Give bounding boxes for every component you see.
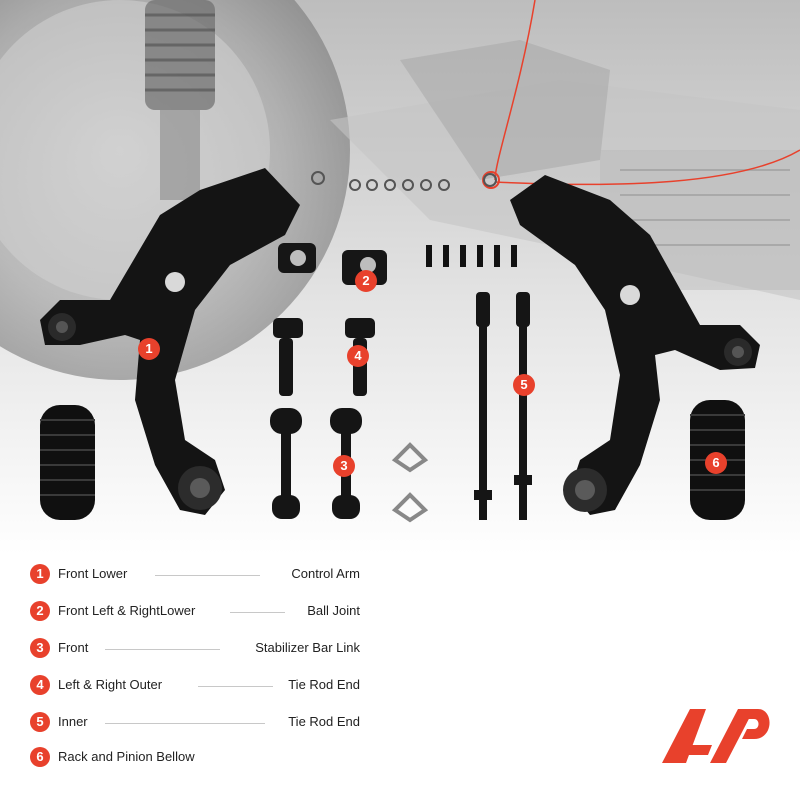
control-arm-right xyxy=(510,175,760,515)
callout-2: 2 xyxy=(355,270,377,292)
legend-item-right: Stabilizer Bar Link xyxy=(255,640,360,655)
legend-divider xyxy=(105,723,265,724)
legend-item-right: Tie Rod End xyxy=(288,677,360,692)
callout-4: 4 xyxy=(347,345,369,367)
legend-row: 3 Front Stabilizer Bar Link xyxy=(30,636,360,660)
parts-illustration xyxy=(40,168,760,523)
bolts xyxy=(426,245,517,267)
legend-row: 5 Inner Tie Rod End xyxy=(30,710,360,734)
callout-3: 3 xyxy=(333,455,355,477)
legend-number-badge: 3 xyxy=(30,638,50,658)
washers xyxy=(311,171,497,191)
legend-item-right: Control Arm xyxy=(291,566,360,581)
callout-1: 1 xyxy=(138,338,160,360)
legend-item-left: Front xyxy=(58,640,89,655)
legend-item-left: Front Left & RightLower xyxy=(58,603,196,618)
legend-number-badge: 6 xyxy=(30,747,50,767)
legend-row: 2 Front Left & RightLower Ball Joint xyxy=(30,599,360,623)
legend-item-left: Left & Right Outer xyxy=(58,677,163,692)
callout-5: 5 xyxy=(513,374,535,396)
legend-item-left: Rack and Pinion Bellow xyxy=(58,749,195,764)
legend-number-badge: 1 xyxy=(30,564,50,584)
lock-plates xyxy=(391,442,429,523)
legend-number-badge: 2 xyxy=(30,601,50,621)
legend-row: 6 Rack and Pinion Bellow xyxy=(30,745,360,769)
callout-6: 6 xyxy=(705,452,727,474)
legend-divider xyxy=(230,612,285,613)
legend-row: 4 Left & Right Outer Tie Rod End xyxy=(30,673,360,697)
control-arm-left xyxy=(40,168,300,515)
legend-divider xyxy=(105,649,220,650)
legend-row: 1 Front Lower Control Arm xyxy=(30,562,360,586)
legend-divider xyxy=(198,686,273,687)
legend-item-left: Front Lower xyxy=(58,566,128,581)
legend-divider xyxy=(155,575,260,576)
inner-tie-rods xyxy=(474,292,532,520)
legend-number-badge: 4 xyxy=(30,675,50,695)
legend-number-badge: 5 xyxy=(30,712,50,732)
legend-item-right: Tie Rod End xyxy=(288,714,360,729)
legend-item-left: Inner xyxy=(58,714,88,729)
legend-item-right: Ball Joint xyxy=(307,603,360,618)
brand-logo-icon xyxy=(662,709,770,763)
bellow-left xyxy=(40,405,95,520)
